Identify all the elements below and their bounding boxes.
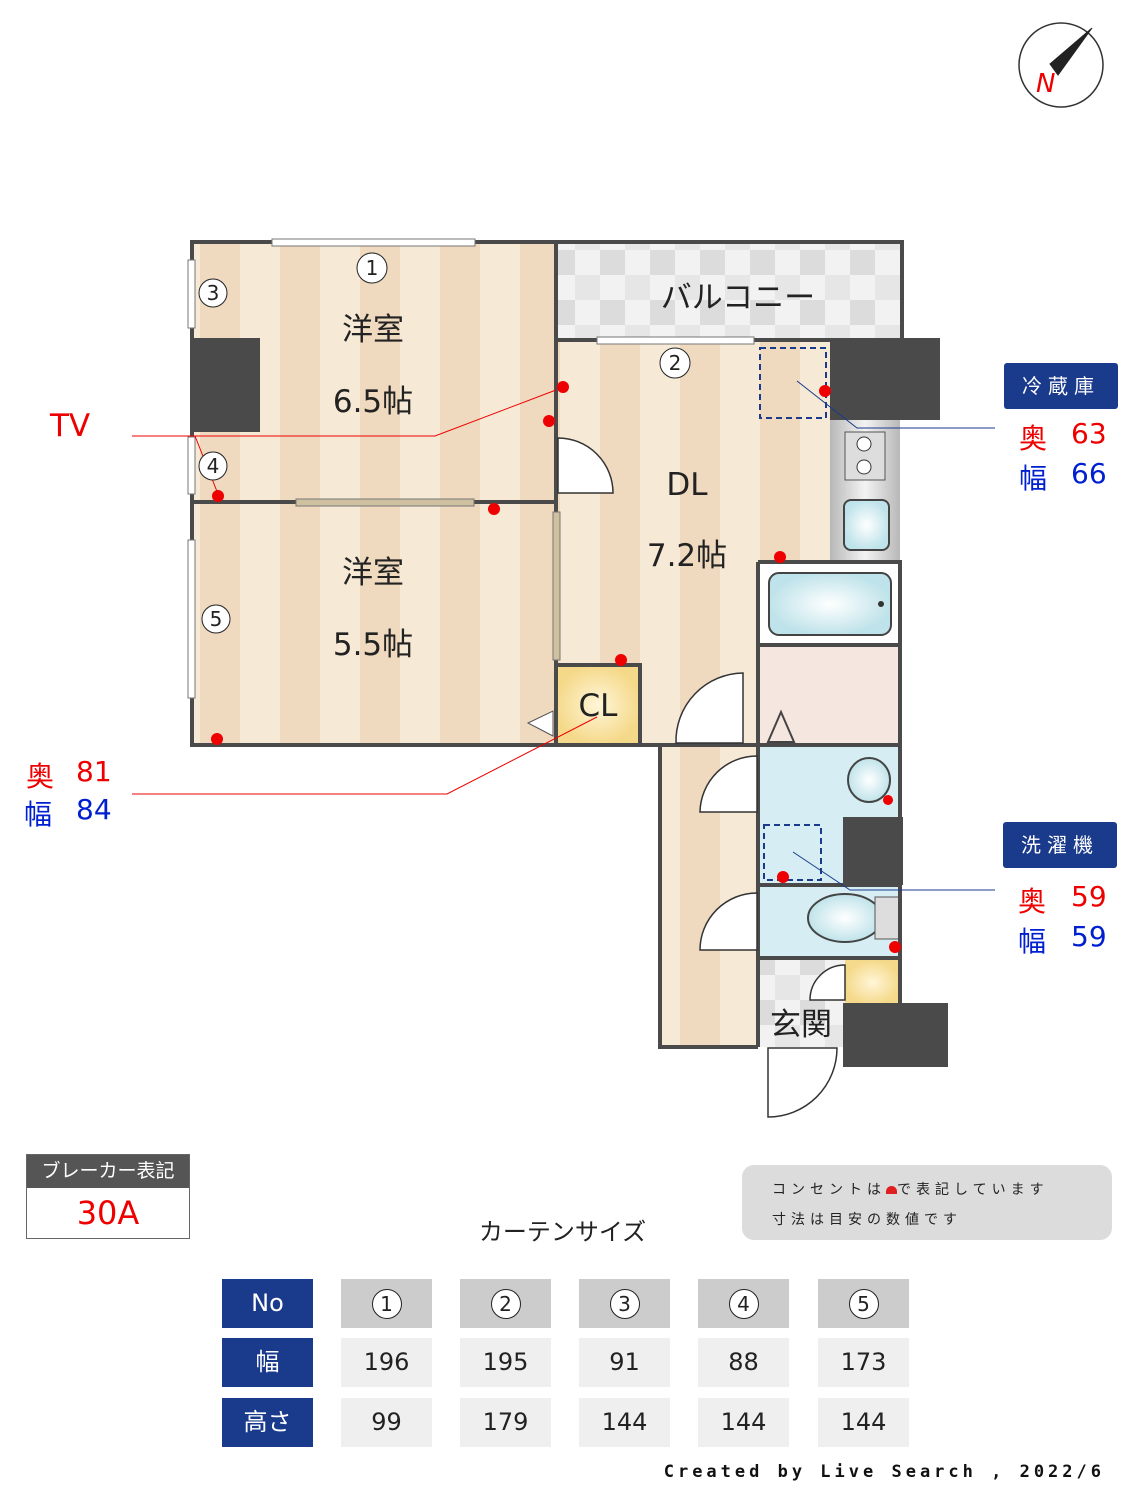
curtain-width-5: 173: [818, 1338, 909, 1387]
row-header-height: 高さ: [222, 1398, 313, 1447]
breaker-title: ブレーカー表記: [27, 1155, 189, 1188]
curtain-width-1: 196: [341, 1338, 432, 1387]
breaker-box: ブレーカー表記 30A: [26, 1154, 190, 1239]
bathtub-icon: [768, 572, 892, 636]
curtain-height-3: 144: [579, 1398, 670, 1447]
curtain-width-4: 88: [698, 1338, 789, 1387]
curtain-height-5: 144: [818, 1398, 909, 1447]
compass: N: [1018, 22, 1104, 108]
curtain-no-1: 1: [371, 1289, 402, 1319]
room-dl-size: 7.2帖: [647, 538, 727, 574]
curtain-no-4: 4: [728, 1289, 759, 1319]
curtain-height-1: 99: [341, 1398, 432, 1447]
washer-depth-label: 奥: [1018, 885, 1047, 918]
window-markers: 1 2 3 4 5: [198, 252, 691, 634]
entrance-block: [843, 1003, 948, 1067]
tv-block: [192, 338, 260, 432]
fridge-tag: 冷蔵庫: [1004, 363, 1118, 409]
fridge-depth-label: 奥: [1019, 422, 1048, 455]
washer-width-label: 幅: [1018, 925, 1047, 958]
window-marker-2: 2: [669, 351, 682, 375]
note-dimensions: 寸法は目安の数値です: [772, 1212, 962, 1228]
fridge-width-label: 幅: [1019, 462, 1048, 495]
washer-space: [763, 824, 822, 881]
sink-icon: [843, 499, 890, 551]
room-western2-name: 洋室: [342, 555, 404, 591]
row-header-no: No: [222, 1279, 313, 1328]
tv-depth-value: 81: [76, 755, 112, 788]
window-marker-5: 5: [210, 607, 223, 631]
curtain-no-2: 2: [490, 1289, 521, 1319]
curtain-height-4: 144: [698, 1398, 789, 1447]
credit: Created by Live Search , 2022/6: [663, 1462, 1105, 1482]
curtain-width-2: 195: [460, 1338, 551, 1387]
shoe-box: [845, 960, 900, 1005]
curtain-width-3: 91: [579, 1338, 670, 1387]
tv-label: TV: [49, 408, 90, 444]
balcony-label: バルコニー: [661, 280, 815, 316]
curtain-height-2: 179: [460, 1398, 551, 1447]
curtain-no-5: 5: [848, 1289, 879, 1319]
notes-box: コンセントはで表記しています 寸法は目安の数値です: [742, 1165, 1112, 1240]
room-dl-name: DL: [666, 467, 708, 503]
tv-space-leader: [132, 716, 598, 795]
breaker-value: 30A: [76, 1194, 140, 1232]
toilet-icon: [807, 893, 883, 943]
curtain-no-3: 3: [609, 1289, 640, 1319]
window-marker-1: 1: [366, 256, 379, 280]
outlet-icon: [886, 1186, 897, 1194]
note-outlet-pre: コンセントは: [772, 1182, 886, 1198]
windows: [187, 238, 755, 699]
western-rooms-floor: [192, 242, 556, 745]
room-western1-name: 洋室: [342, 312, 404, 348]
washbasin-icon: [847, 757, 891, 803]
tv-width-label: 幅: [24, 798, 53, 831]
fridge-leader: [796, 380, 995, 429]
fridge-space: [759, 347, 827, 419]
washer-tag: 洗濯機: [1003, 822, 1117, 868]
doors: [557, 437, 846, 1118]
washer-width-value: 59: [1071, 920, 1107, 953]
compass-north-label: N: [1036, 69, 1055, 99]
row-header-width: 幅: [222, 1338, 313, 1387]
room-western1-size: 6.5帖: [333, 384, 413, 420]
washer-leader: [792, 851, 995, 891]
entrance-label: 玄関: [770, 1007, 832, 1043]
curtain-title: カーテンサイズ: [478, 1218, 647, 1246]
tv-width-value: 84: [76, 793, 112, 826]
note-outlet-post: で表記しています: [897, 1182, 1049, 1198]
washer-block: [843, 817, 903, 885]
outlets: [211, 381, 901, 953]
room-western2-size: 5.5帖: [333, 627, 413, 663]
closet-floor: [556, 665, 640, 745]
tv-leader: [132, 389, 557, 437]
closet-label: CL: [579, 688, 619, 724]
window-marker-4: 4: [207, 454, 220, 478]
fridge-depth-value: 63: [1071, 417, 1107, 450]
washer-depth-value: 59: [1071, 880, 1107, 913]
fridge-block: [830, 338, 940, 420]
washroom-floor: [758, 645, 900, 745]
window-marker-3: 3: [207, 281, 220, 305]
tv-depth-label: 奥: [26, 760, 55, 793]
fridge-width-value: 66: [1071, 457, 1107, 490]
balcony-floor: [556, 242, 902, 340]
